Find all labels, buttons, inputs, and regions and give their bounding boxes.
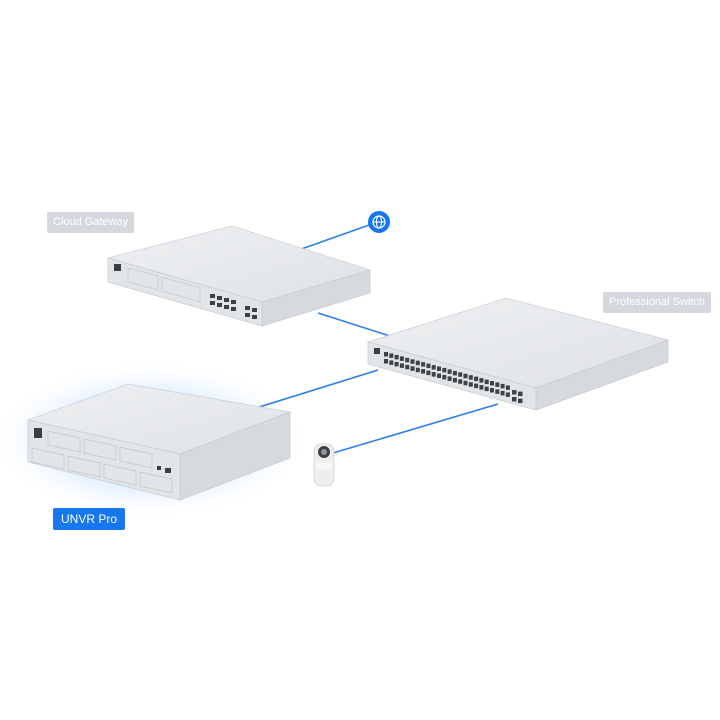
- switch-port: [431, 372, 436, 377]
- switch-port: [452, 377, 457, 383]
- switch-port: [410, 366, 415, 371]
- switch-port: [437, 373, 441, 378]
- switch-port: [410, 359, 415, 364]
- switch-port: [426, 363, 431, 369]
- switch-port: [458, 379, 463, 384]
- switch-port: [495, 389, 500, 394]
- switch-port: [394, 361, 399, 367]
- switch-port: [484, 386, 489, 392]
- connection-lines: [239, 223, 499, 454]
- cloud-gateway-label: Cloud Gateway: [47, 212, 135, 233]
- switch-port: [500, 383, 505, 389]
- switch-port: [431, 365, 436, 370]
- switch-port: [505, 392, 510, 397]
- switch-port: [458, 372, 463, 377]
- switch-port: [437, 366, 441, 371]
- switch-port: [405, 357, 410, 363]
- switch-port: [421, 362, 426, 367]
- switch-sfp-port: [512, 397, 517, 402]
- switch-port: [442, 367, 447, 373]
- switch-port: [495, 382, 500, 387]
- switch-port: [452, 370, 457, 376]
- switch-port: [500, 390, 505, 396]
- switch-port: [479, 385, 484, 390]
- switch-port: [484, 379, 489, 385]
- switch-port: [490, 388, 494, 393]
- switch-port: [426, 370, 431, 376]
- switch-port: [405, 364, 410, 370]
- switch-port: [394, 354, 399, 360]
- switch-port: [442, 374, 447, 380]
- switch-port: [479, 378, 484, 383]
- switch-port: [399, 356, 404, 361]
- switch-port: [463, 373, 468, 379]
- switch-sfp-port: [512, 390, 517, 395]
- switch-port: [389, 360, 394, 365]
- switch-sfp-port: [518, 391, 523, 397]
- switch-port: [447, 369, 452, 374]
- link-gateway-internet: [292, 223, 373, 253]
- switch-port: [463, 380, 468, 386]
- switch-port: [384, 352, 388, 357]
- switch-port: [447, 376, 452, 381]
- professional-switch-device: [366, 297, 670, 411]
- link-switch-camera: [332, 403, 499, 454]
- switch-port: [468, 375, 473, 380]
- switch-port: [468, 382, 473, 387]
- camera-icon: [313, 443, 335, 487]
- switch-port: [415, 360, 420, 366]
- switch-sfp-port: [518, 398, 523, 404]
- switch-port: [474, 383, 479, 389]
- unvr-pro-label: UNVR Pro: [53, 508, 126, 530]
- switch-port: [389, 353, 394, 358]
- link-gateway-switch: [317, 312, 391, 337]
- switch-port: [421, 369, 426, 374]
- link-switch-unvr: [239, 369, 379, 414]
- switch-port: [399, 363, 404, 368]
- cloud-gateway-device: [106, 225, 372, 327]
- switch-port: [474, 376, 479, 382]
- unvr-pro-device: [26, 383, 292, 501]
- professional-switch-label: Professional Switch: [603, 292, 711, 313]
- switch-port: [415, 367, 420, 373]
- globe-icon: [368, 211, 390, 233]
- switch-port: [505, 385, 510, 390]
- switch-port: [490, 381, 494, 386]
- switch-port: [384, 359, 388, 364]
